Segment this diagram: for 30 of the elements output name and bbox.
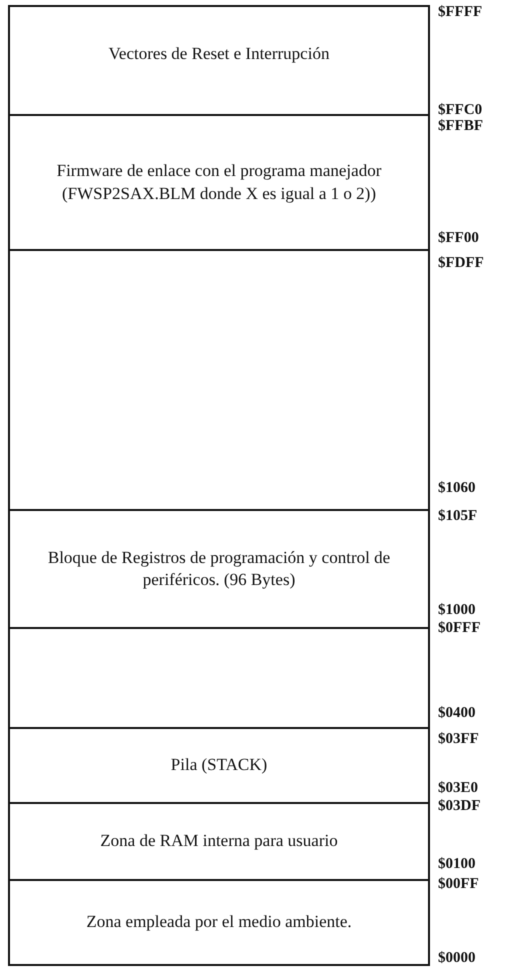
address-label: $0000 [438, 950, 476, 967]
address-label: $FFBF [438, 118, 483, 135]
memory-region [8, 627, 430, 729]
region-label: Zona de RAM interna para usuario [100, 830, 338, 852]
address-label: $03E0 [438, 780, 478, 797]
memory-region [8, 5, 430, 116]
address-label: $00FF [438, 876, 479, 893]
memory-region [8, 249, 430, 511]
region-label: Bloque de Registros de programación y control de periféricos. (96 Bytes) [46, 546, 392, 591]
address-label: $03DF [438, 798, 480, 815]
region-label: Pila (STACK) [170, 754, 268, 776]
address-label: $FFC0 [438, 102, 482, 119]
address-label: $FDFF [438, 255, 484, 272]
region-label: Vectores de Reset e Interrupción [108, 43, 330, 66]
address-label: $FF00 [438, 230, 479, 247]
address-label: $1060 [438, 480, 476, 497]
memory-region [8, 727, 430, 804]
address-label: $0100 [438, 856, 476, 873]
address-label: $105F [438, 508, 478, 525]
memory-region [8, 879, 430, 966]
region-label: Zona empleada por el medio ambiente. [86, 911, 352, 934]
memory-region [8, 802, 430, 881]
address-label: $FFFF [438, 4, 482, 21]
address-label: $0FFF [438, 620, 480, 637]
memory-region [8, 509, 430, 629]
region-label: Firmware de enlace con el programa manejador (FWSP2SAX.BLM donde X es igual a 1 o 2)) [56, 160, 382, 205]
address-label: $0400 [438, 705, 476, 722]
memory-region [8, 114, 430, 251]
address-label: $1000 [438, 602, 476, 619]
address-label: $03FF [438, 731, 479, 748]
